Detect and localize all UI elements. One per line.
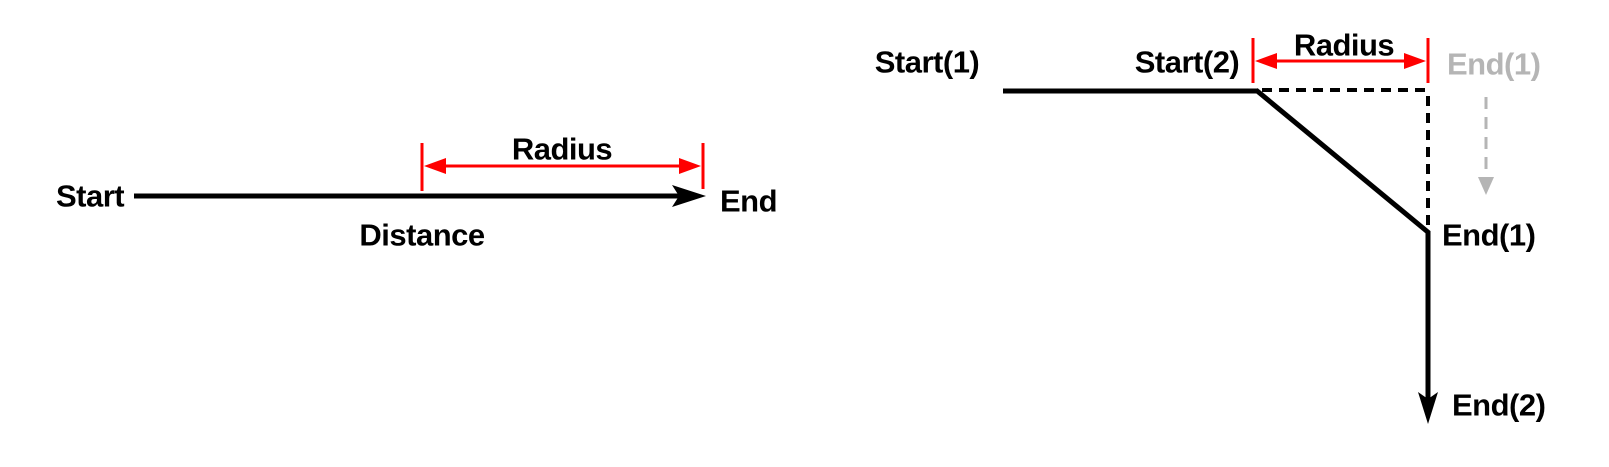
ghost-arrowhead-down-icon: [1478, 177, 1494, 195]
right-end2-label: End(2): [1452, 387, 1546, 423]
radius-arrowhead-left-icon: [424, 158, 446, 174]
distance-arrowhead-icon: [672, 185, 706, 207]
right-start2-label: Start(2): [1134, 44, 1240, 80]
left-end-label: End: [720, 183, 778, 219]
left-distance-label: Distance: [359, 217, 485, 253]
radius2-arrowhead-left-icon: [1255, 53, 1277, 69]
left-start-label: Start: [56, 178, 125, 214]
left-radius-label: Radius: [511, 131, 613, 167]
right-start1-label: Start(1): [874, 44, 980, 80]
right-end1-ghost-label: End(1): [1447, 46, 1541, 82]
right-radius-label: Radius: [1293, 27, 1395, 63]
path-diagonal-line: [1254, 88, 1431, 235]
right-end1-label: End(1): [1442, 217, 1536, 253]
radius2-arrowhead-right-icon: [1404, 53, 1426, 69]
path-arrowhead-down-icon: [1418, 392, 1438, 424]
radius-arrowhead-right-icon: [679, 158, 701, 174]
